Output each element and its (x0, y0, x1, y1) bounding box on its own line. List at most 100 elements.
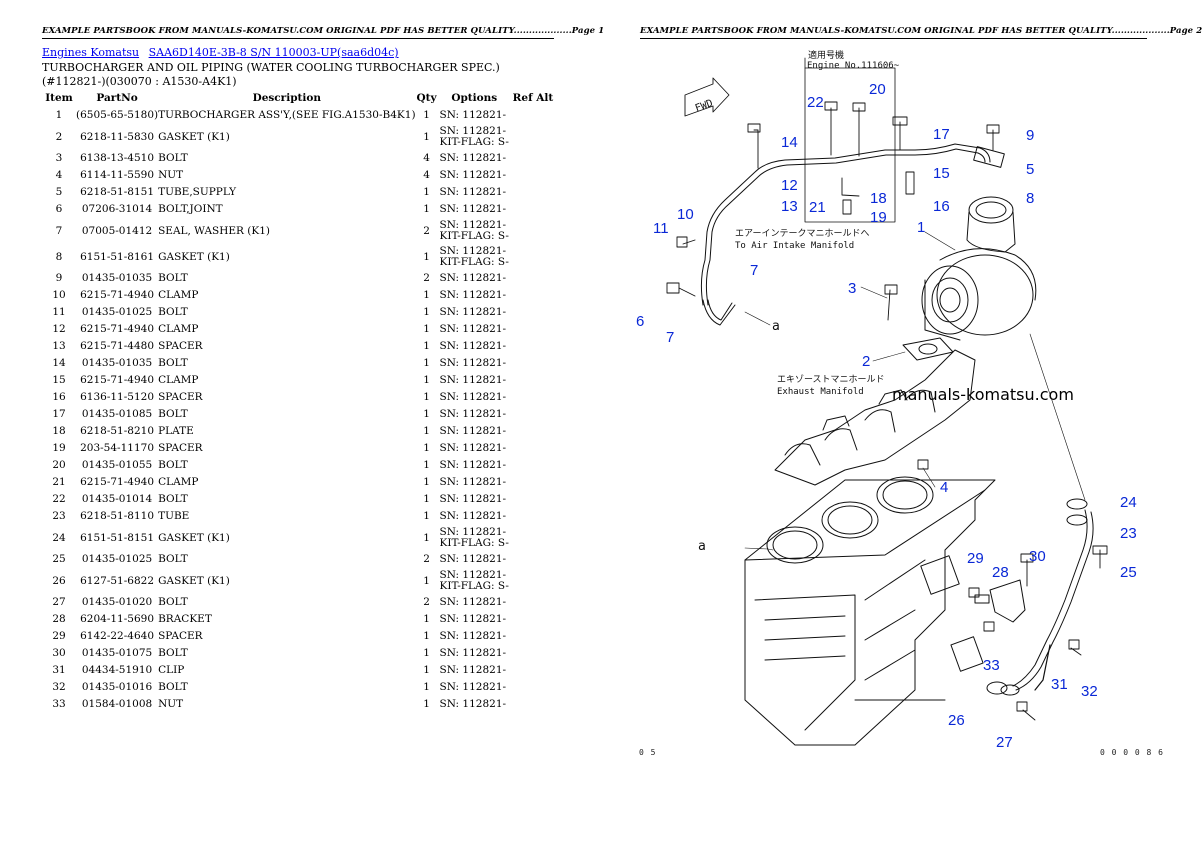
ref-alt-cell (509, 594, 557, 611)
ref-alt-cell (509, 150, 557, 167)
item-cell: 5 (55, 186, 63, 198)
item-cell: 29 (52, 630, 66, 642)
qty-cell: 1 (423, 681, 430, 693)
options-cell: SN: 112821- (438, 321, 509, 338)
partno-cell: 01435-01055 (81, 459, 153, 471)
breadcrumb: Engines Komatsu SAA6D140E-3B-8 S/N 11000… (42, 46, 399, 59)
ref-alt-cell (509, 457, 557, 474)
options-cell: SN: 112821- (438, 150, 509, 167)
serial-option: SN: 112821- (439, 272, 507, 284)
partno-cell: 6127-51-6822 (80, 574, 154, 587)
options-cell: SN: 112821- (438, 270, 509, 287)
description-cell: PLATE (158, 425, 194, 437)
options-cell: SN: 112821-KIT-FLAG: S- (438, 124, 509, 150)
description-cell: CLIP (158, 664, 185, 676)
ref-alt-cell (509, 474, 557, 491)
serial-option: SN: 112821- (439, 186, 507, 198)
description-cell: GASKET (K1) (158, 130, 230, 143)
options-cell: SN: 112821-KIT-FLAG: S- (438, 525, 509, 551)
partno-cell: 07005-01412 (81, 224, 153, 237)
qty-cell: 1 (423, 510, 430, 522)
ref-alt-cell (509, 645, 557, 662)
serial-option: SN: 112821- (439, 442, 507, 454)
header-rule (42, 38, 554, 39)
table-header-row: Item PartNo Description Qty Options Ref … (42, 92, 557, 107)
partno-cell: 6215-71-4940 (80, 374, 154, 386)
item-cell: 31 (52, 664, 66, 676)
table-row: 1(6505-65-5180)TURBOCHARGER ASS'Y,(SEE F… (42, 107, 557, 124)
description-cell: BOLT (158, 553, 188, 565)
callout-19: 19 (870, 209, 887, 226)
item-cell: 8 (55, 250, 63, 263)
callout-9: 9 (1026, 127, 1034, 144)
engine-box-label-jp: 適用号機 (808, 49, 844, 61)
cylinder-block (744, 476, 996, 746)
callout-17: 17 (933, 126, 950, 143)
callout-18: 18 (870, 190, 887, 207)
col-header-item: Item (45, 92, 73, 104)
callout-5: 5 (1026, 161, 1034, 178)
partno-cell: 07206-31014 (81, 203, 153, 215)
item-cell: 10 (52, 289, 66, 301)
breadcrumb-link-engines[interactable]: Engines Komatsu (42, 46, 140, 59)
item-cell: 19 (52, 442, 66, 454)
partno-cell: 01435-01020 (81, 596, 153, 608)
partno-cell: 6218-51-8210 (80, 425, 154, 437)
bracket (974, 579, 1026, 623)
options-cell: SN: 112821- (438, 338, 509, 355)
serial-option: SN: 112821- (439, 125, 507, 137)
partno-cell: 01584-01008 (81, 698, 153, 710)
description-cell: CLAMP (158, 289, 199, 301)
intake-label-jp: エアーインテークマニホールドへ (735, 228, 869, 239)
callout-7b: 7 (750, 262, 758, 279)
description-cell: CLAMP (158, 374, 199, 386)
options-cell: SN: 112821- (438, 551, 509, 568)
qty-cell: 1 (423, 130, 430, 143)
item-cell: 1 (55, 109, 63, 121)
description-cell: BOLT (158, 681, 188, 693)
callout-10: 10 (677, 206, 694, 223)
ref-alt-cell (509, 406, 557, 423)
lower-gasket (986, 681, 1020, 696)
watermark: manuals-komatsu.com (892, 385, 1074, 404)
options-cell: SN: 112821- (438, 474, 509, 491)
serial-option: SN: 112821- (439, 203, 507, 215)
options-cell: SN: 112821- (438, 491, 509, 508)
ref-alt-cell (509, 107, 557, 124)
breadcrumb-link-model[interactable]: SAA6D140E-3B-8 S/N 110003-UP(saa6d04c) (148, 46, 399, 59)
description-cell: BRACKET (158, 613, 212, 625)
callout-3: 3 (848, 280, 856, 297)
partno-cell: 01435-01016 (81, 681, 153, 693)
callout-4: 4 (940, 479, 948, 496)
callout-1: 1 (917, 219, 925, 236)
qty-cell: 1 (423, 408, 430, 420)
item-cell: 20 (52, 459, 66, 471)
ref-alt-cell (509, 338, 557, 355)
exhaust-label: Exhaust Manifold (777, 387, 864, 397)
serial-option: SN: 112821- (439, 408, 507, 420)
kit-flag-option: KIT-FLAG: S- (439, 580, 509, 592)
partno-cell: 6218-51-8151 (80, 186, 154, 198)
serial-option: SN: 112821- (439, 630, 507, 642)
qty-cell: 1 (423, 250, 430, 263)
item-cell: 9 (55, 272, 63, 284)
description-cell: CLAMP (158, 323, 199, 335)
partno-cell: 6215-71-4480 (80, 340, 154, 352)
partno-cell: 203-54-11170 (80, 442, 154, 454)
description-cell: NUT (158, 169, 184, 181)
item-cell: 24 (52, 531, 66, 544)
item-cell: 3 (55, 152, 63, 164)
ref-alt-cell (509, 201, 557, 218)
callout-32: 32 (1081, 683, 1098, 700)
ref-alt-cell (509, 270, 557, 287)
description-cell: BOLT,JOINT (158, 203, 223, 215)
qty-cell: 2 (423, 272, 430, 284)
